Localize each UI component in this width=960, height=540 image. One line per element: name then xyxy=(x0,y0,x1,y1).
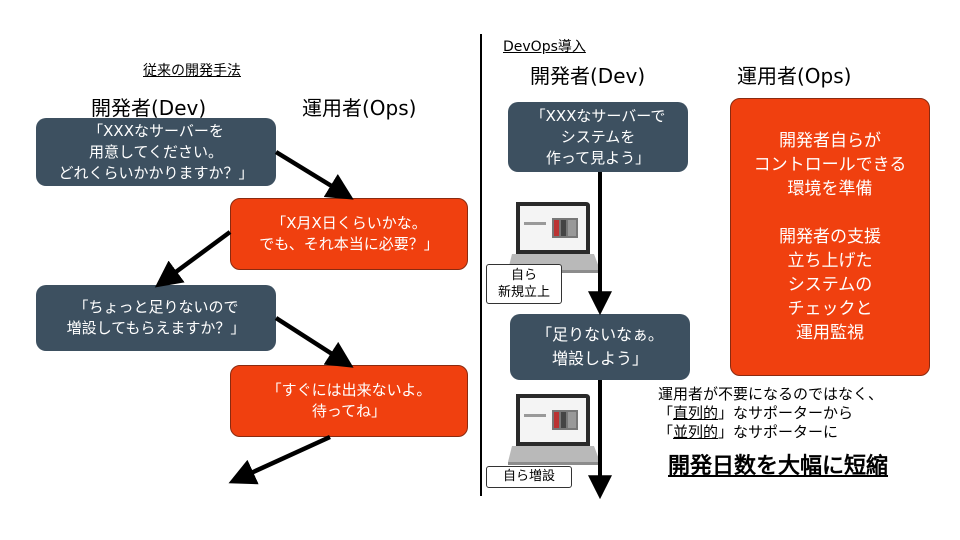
summary-line-2-suffix: 」なサポーターから xyxy=(718,404,854,422)
legacy-step-4-line: 「すぐには出来ないよ。 xyxy=(266,381,432,399)
summary-line-1: 運用者が不要になるのではなく、 xyxy=(658,385,884,403)
legacy-step-2-box: 「X月X日くらいかな。 でも、それ本当に必要？」 xyxy=(230,198,468,270)
legacy-step-4-box: 「すぐには出来ないよ。 待ってね」 xyxy=(230,365,468,437)
ops-box-line: コントロールできる xyxy=(753,155,907,175)
legacy-step-2-line: 「X月X日くらいかな。 xyxy=(271,214,427,232)
section-divider xyxy=(480,34,482,496)
summary-text: 運用者が不要になるのではなく、 「直列的」なサポーターから 「並列的」なサポータ… xyxy=(658,385,883,442)
devops-dev-box-2-line: 増設しよう」 xyxy=(551,349,648,368)
devops-dev-box-1-line: 「XXXなサーバーで xyxy=(530,106,666,125)
ops-box-line: システムの xyxy=(787,275,873,295)
legacy-step-1-line: 「XXXなサーバーを xyxy=(88,121,224,140)
legacy-arrow-1 xyxy=(274,150,354,200)
conclusion-text: 開発日数を大幅に短縮 xyxy=(668,454,889,479)
legacy-ops-header: 運用者(Ops) xyxy=(302,96,417,120)
legacy-dev-header: 開発者(Dev) xyxy=(91,96,207,120)
ops-box-line: 立ち上げた xyxy=(787,251,873,271)
legacy-section-title: 従来の開発手法 xyxy=(143,63,241,79)
label-line: 新規立上 xyxy=(497,285,550,300)
legacy-step-1-line: どれくらいかかりますか？」 xyxy=(58,163,254,182)
ops-box-line: 環境を準備 xyxy=(787,179,873,199)
laptop-icon xyxy=(508,202,600,273)
devops-dev-box-1: 「XXXなサーバーで システムを 作って見よう」 xyxy=(508,102,688,172)
devops-section-title: DevOps導入 xyxy=(503,39,586,55)
legacy-arrow-4 xyxy=(228,434,331,485)
laptop-icon xyxy=(508,394,600,465)
label-line: 自ら xyxy=(510,268,537,283)
summary-line-3-suffix: 」なサポーターに xyxy=(718,423,839,441)
devops-dev-box-2-line: 「足りないなぁ。 xyxy=(536,325,664,344)
devops-dev-header: 開発者(Dev) xyxy=(530,64,646,88)
devops-dev-box-1-line: システムを xyxy=(560,127,636,146)
devops-dev-box-1-line: 作って見よう」 xyxy=(545,148,651,167)
legacy-arrow-3 xyxy=(274,316,354,368)
summary-line-2-prefix: 「 xyxy=(658,404,674,422)
new-setup-label: 自ら 新規立上 xyxy=(486,264,562,304)
legacy-step-3-line: 増設してもらえますか？」 xyxy=(66,319,246,337)
ops-box-line: 運用監視 xyxy=(796,323,864,343)
legacy-step-3-line: 「ちょっと足りないので xyxy=(73,298,239,316)
summary-line-3-prefix: 「 xyxy=(658,423,674,441)
devops-ops-box: 開発者自らが コントロールできる 環境を準備 開発者の支援 立ち上げた システム… xyxy=(730,98,930,376)
legacy-step-3-box: 「ちょっと足りないので 増設してもらえますか？」 xyxy=(36,285,276,351)
label-line: 自ら増設 xyxy=(502,469,555,484)
legacy-step-2-line: でも、それ本当に必要？」 xyxy=(259,235,439,253)
self-expansion-label: 自ら増設 xyxy=(486,466,572,488)
devops-ops-header: 運用者(Ops) xyxy=(737,64,852,88)
legacy-arrow-2 xyxy=(154,230,232,288)
legacy-step-1-line: 用意してください。 xyxy=(88,142,224,161)
summary-line-3-keyword: 並列的 xyxy=(673,423,719,441)
devops-dev-box-2: 「足りないなぁ。 増設しよう」 xyxy=(510,314,690,380)
summary-line-3: 「並列的」なサポーターに xyxy=(658,423,883,442)
ops-box-line: チェックと xyxy=(787,299,873,319)
ops-box-line: 開発者の支援 xyxy=(779,227,881,247)
summary-line-2: 「直列的」なサポーターから xyxy=(658,404,883,423)
summary-line-2-keyword: 直列的 xyxy=(673,404,719,422)
ops-box-line: 開発者自らが xyxy=(779,131,881,151)
legacy-step-4-line: 待ってね」 xyxy=(311,402,387,420)
legacy-step-1-box: 「XXXなサーバーを 用意してください。 どれくらいかかりますか？」 xyxy=(36,118,276,186)
